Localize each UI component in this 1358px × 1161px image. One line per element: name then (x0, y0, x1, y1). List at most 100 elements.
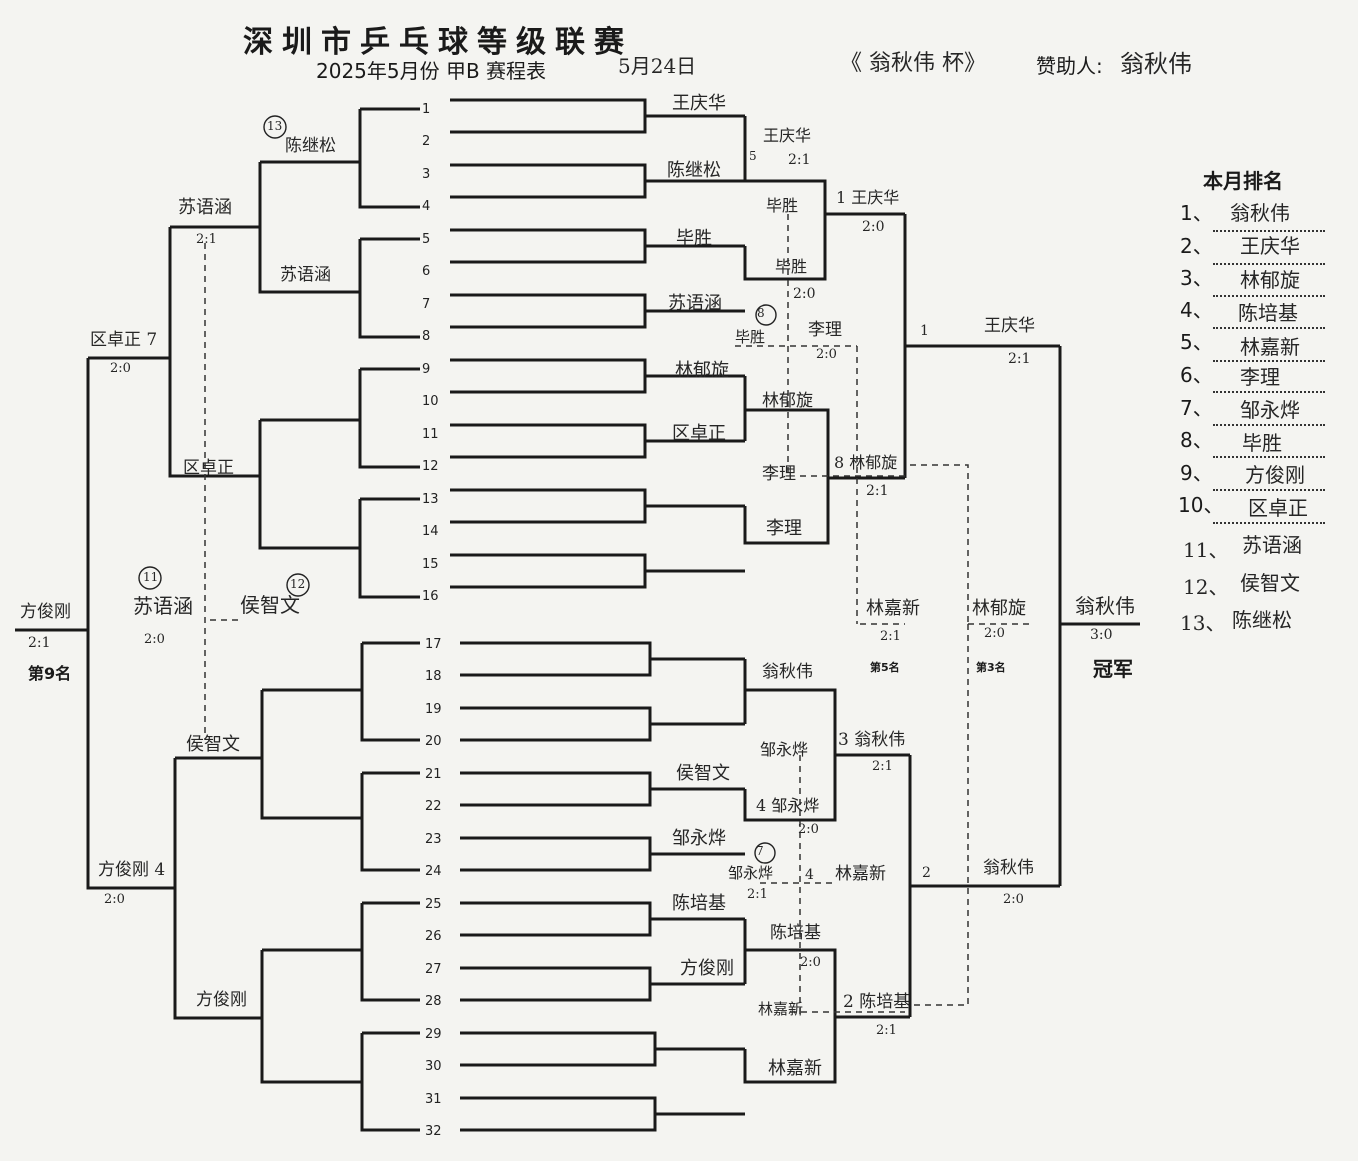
ranking-name: 陈培基 (1238, 301, 1298, 325)
champion-name: 翁秋伟 (1075, 594, 1135, 618)
slot-number: 27 (425, 962, 442, 977)
loser-qf-score: 2:0 (816, 347, 837, 362)
consolation-score: 2:0 (144, 632, 165, 647)
r2-score: 2:0 (798, 822, 819, 837)
r1-winner: 王庆华 (672, 93, 726, 114)
fifth-place-label: 第5名 (870, 661, 900, 674)
slot-number: 17 (425, 637, 442, 652)
ranking-underline (1213, 522, 1325, 524)
consolation-score: 2:1 (196, 232, 217, 247)
ninth-place-player: 方俊刚 (20, 602, 71, 622)
ranking-name: 李理 (1240, 365, 1280, 389)
final-bottom-winner: 翁秋伟 (983, 858, 1034, 878)
ranking-number: 7、 (1180, 396, 1213, 420)
slot-number: 14 (422, 524, 439, 539)
r2-player: 林嘉新 (758, 1000, 804, 1018)
r2-winner: 4 邹永烨 (756, 796, 820, 815)
fifth-place-score: 2:1 (880, 629, 901, 644)
loser-qf-player: 邹永烨 (728, 864, 774, 882)
ranking-name: 王庆华 (1240, 234, 1300, 258)
sf-winner: 8 林郁旋 (834, 453, 898, 472)
ninth-place-label: 第9名 (28, 664, 72, 683)
rank-circle-label: 11 (143, 570, 159, 584)
r2-winner: 王庆华 (763, 126, 812, 145)
final-bottom-score: 2:0 (1003, 892, 1024, 907)
slot-number: 7 (422, 297, 431, 312)
consolation-winner: 方俊刚 4 (98, 860, 166, 880)
consolation-winner: 区卓正 7 (90, 330, 158, 350)
slot-number: 9 (422, 362, 431, 377)
consolation-winner: 苏语涵 (178, 197, 232, 218)
match-date: 5月24日 (618, 54, 697, 78)
r2-winner: 毕胜 (766, 196, 799, 215)
ranking-underline (1213, 489, 1325, 491)
sf-winner: 2 陈培基 (843, 992, 911, 1012)
r2-winner: 李理 (762, 464, 796, 484)
r1-winner: 苏语涵 (668, 293, 722, 314)
sf-score: 2:0 (862, 219, 885, 235)
bracket-dashed-lines (204, 214, 1030, 1017)
ranking-name: 苏语涵 (1242, 533, 1302, 557)
slot-number: 26 (425, 929, 442, 944)
rank-circle-label: 8 (757, 306, 765, 320)
ranking-name: 毕胜 (1242, 431, 1282, 455)
ranking-name: 林郁旋 (1240, 268, 1300, 292)
ranking-name: 侯智文 (1240, 571, 1300, 595)
ranking-number: 4、 (1180, 298, 1213, 322)
slot-number: 4 (422, 199, 431, 214)
ranking-underline (1213, 456, 1325, 458)
ranking-underline (1213, 360, 1325, 362)
r2-winner: 毕胜 (775, 257, 808, 276)
r1-winner: 陈继松 (667, 160, 721, 181)
slot-number: 29 (425, 1027, 442, 1042)
slot-number: 12 (422, 459, 439, 474)
slot-number: 22 (425, 799, 442, 814)
rank-circle-label: 12 (290, 577, 306, 591)
sf-winner: 1 王庆华 (836, 188, 900, 207)
ranking-number: 5、 (1180, 330, 1213, 354)
slot-number: 23 (425, 832, 442, 847)
loser-qf-player: 毕胜 (735, 328, 766, 346)
ranking-number: 12、 (1183, 575, 1229, 599)
slot-number: 6 (422, 264, 431, 279)
rank-circles (138, 115, 777, 864)
slot-number: 31 (425, 1092, 442, 1107)
slot-number: 30 (425, 1059, 442, 1074)
rank-circle-label: 13 (267, 119, 283, 133)
ranking-underline (1213, 263, 1325, 265)
loser-qf-winner: 林嘉新 (835, 864, 886, 884)
ranking-name: 陈继松 (1232, 608, 1292, 632)
consolation-player: 苏语涵 (280, 265, 331, 285)
ranking-underline (1213, 391, 1325, 393)
sf-winner: 3 翁秋伟 (838, 730, 906, 750)
third-place-player: 林郁旋 (972, 598, 1026, 619)
ranking-underline (1213, 327, 1325, 329)
rank-circle-label: 7 (756, 844, 764, 858)
ninth-place-score: 2:1 (28, 635, 51, 651)
ranking-title: 本月排名 (1203, 169, 1283, 193)
consolation-score: 2:0 (104, 892, 125, 907)
page-subtitle: 2025年5月份 甲B 赛程表 (316, 59, 547, 83)
ranking-name: 翁秋伟 (1230, 201, 1290, 225)
ranking-number: 11、 (1183, 538, 1229, 562)
final-top-score: 2:1 (1008, 351, 1031, 367)
r2-winner: 陈培基 (770, 923, 821, 943)
sf-score: 2:1 (866, 483, 889, 499)
r1-winner: 侯智文 (676, 763, 730, 784)
consolation-score: 2:0 (110, 361, 131, 376)
ranking-number: 13、 (1180, 611, 1226, 635)
third-place-label: 第3名 (976, 661, 1006, 674)
cup-name: 《 翁秋伟 杯》 (840, 51, 986, 76)
slot-number: 21 (425, 767, 442, 782)
consolation-player: 陈继松 (285, 136, 336, 156)
qf-seed: 2 (922, 865, 931, 881)
slot-number: 20 (425, 734, 442, 749)
slot-number: 2 (422, 134, 431, 149)
qf-seed: 1 (920, 323, 929, 339)
ranking-number: 1、 (1180, 201, 1213, 225)
ranking-number: 10、 (1178, 493, 1224, 517)
sponsor-name: 翁秋伟 (1120, 50, 1192, 78)
r1-winner: 林嘉新 (768, 1058, 822, 1079)
champion-score: 3:0 (1090, 627, 1113, 643)
